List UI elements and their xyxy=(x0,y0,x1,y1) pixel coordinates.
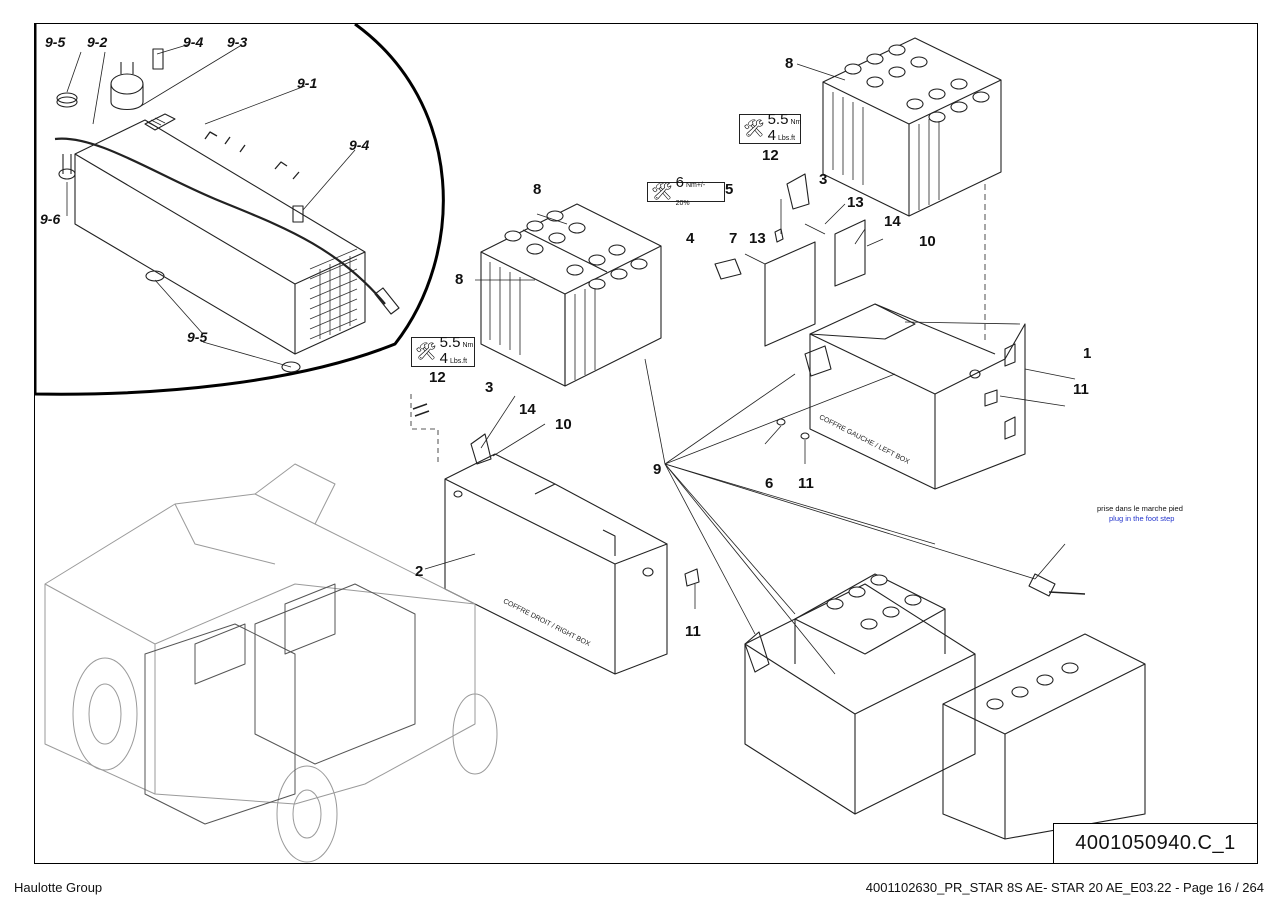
callout-10-b: 10 xyxy=(919,233,936,250)
callout-14-a: 14 xyxy=(519,401,536,418)
note-french: prise dans le marche pied xyxy=(1097,504,1183,513)
callout-9-4: 9-4 xyxy=(183,34,204,50)
detail-circle xyxy=(35,24,445,396)
drawing-reference-box: 4001050940.C_1 xyxy=(1053,823,1258,864)
exploded-parts-drawing xyxy=(35,24,1146,863)
callout-10-a: 10 xyxy=(555,416,572,433)
callout-7: 7 xyxy=(729,230,738,247)
battery-set-middle xyxy=(475,203,662,387)
callout-9-2: 9-2 xyxy=(87,34,108,50)
callout-14-b: 14 xyxy=(884,213,901,230)
callout-3-a: 3 xyxy=(485,379,494,396)
footer-page-info: 4001102630_PR_STAR 8S AE- STAR 20 AE_E03… xyxy=(865,880,1264,895)
callout-9-1: 9-1 xyxy=(297,75,318,91)
callout-9-5: 9-5 xyxy=(45,34,66,50)
charger-detail xyxy=(54,43,400,373)
wrench-screwdriver-icon: 🛠 xyxy=(743,119,765,138)
drawing-frame: 9-5 9-2 9-4 9-3 9-1 9-4 9-6 9-5 8 8 8 12… xyxy=(34,23,1258,864)
callout-11-c: 11 xyxy=(798,475,814,492)
callout-13-a: 13 xyxy=(749,230,766,247)
callout-5: 5 xyxy=(725,181,734,198)
note-english: plug in the foot step xyxy=(1109,514,1175,523)
callout-6: 6 xyxy=(765,475,774,492)
battery-set-top-right xyxy=(796,37,1002,344)
footer-company: Haulotte Group xyxy=(14,880,103,895)
callout-9-6: 9-6 xyxy=(40,211,61,227)
callout-9-leaders xyxy=(644,358,1066,675)
assembled-battery-box xyxy=(744,573,1146,840)
machine-chassis xyxy=(44,463,498,863)
callout-9-4-b: 9-4 xyxy=(349,137,370,153)
wrench-screwdriver-icon: 🛠 xyxy=(651,182,673,201)
callout-13-b: 13 xyxy=(847,194,864,211)
callout-8-c: 8 xyxy=(785,55,794,72)
callout-9-5-b: 9-5 xyxy=(187,329,208,345)
callout-3-b: 3 xyxy=(819,171,828,188)
callout-2: 2 xyxy=(415,563,424,580)
callout-12-b: 12 xyxy=(762,147,779,164)
right-box xyxy=(410,394,700,675)
callout-11-a: 11 xyxy=(685,623,701,640)
callout-11-b: 11 xyxy=(1073,381,1089,398)
callout-12-a: 12 xyxy=(429,369,446,386)
callout-1: 1 xyxy=(1083,345,1092,362)
callout-8-a: 8 xyxy=(533,181,542,198)
left-box xyxy=(714,173,1076,490)
callout-8-b: 8 xyxy=(455,271,464,288)
callout-4: 4 xyxy=(686,230,695,247)
callout-9: 9 xyxy=(653,461,662,478)
wrench-screwdriver-icon: 🛠 xyxy=(415,342,437,361)
callout-9-3: 9-3 xyxy=(227,34,248,50)
